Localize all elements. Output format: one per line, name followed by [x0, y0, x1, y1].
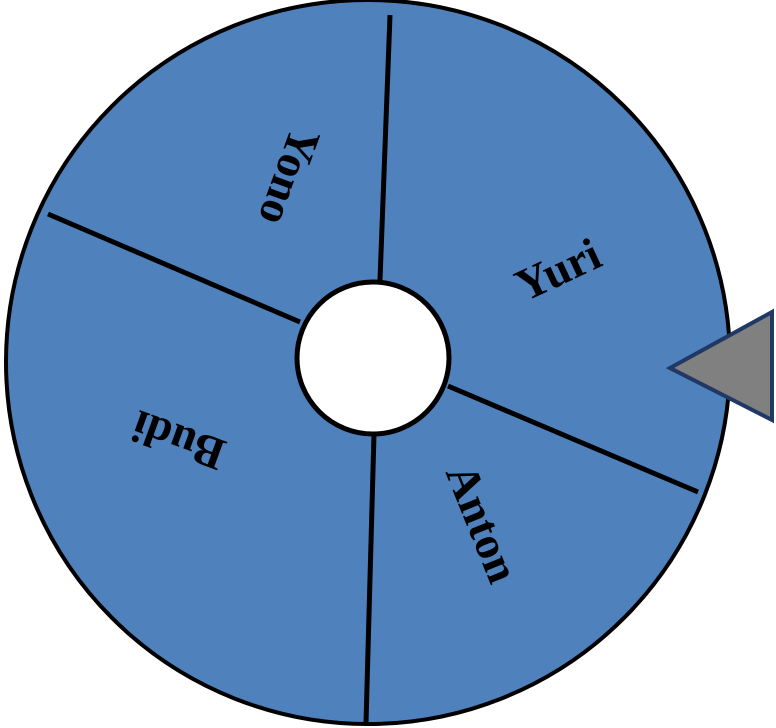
- divider-budi-yono: [47, 211, 301, 325]
- divider-yono-yuri: [377, 14, 393, 281]
- triangle-pointer-icon: [665, 308, 774, 424]
- divider-anton-budi: [363, 433, 377, 724]
- wheel-hub: [294, 279, 452, 437]
- divider-yuri-anton: [447, 383, 699, 495]
